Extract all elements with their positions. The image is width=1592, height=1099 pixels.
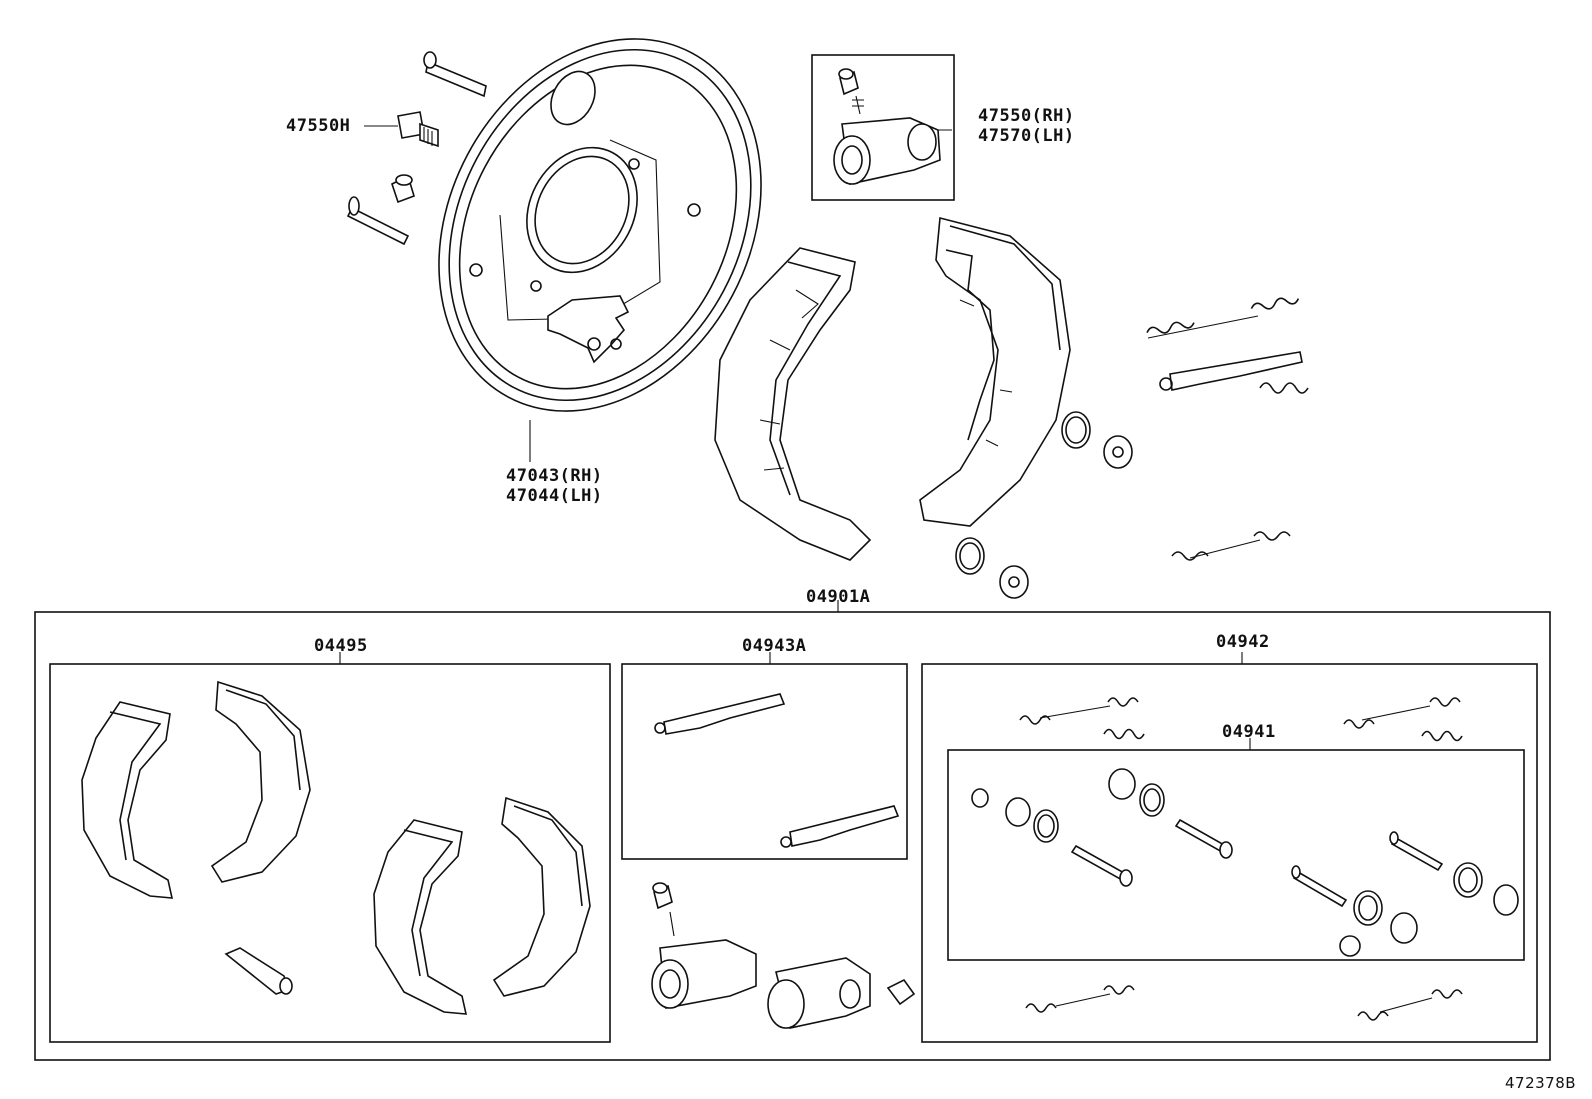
hardware-set-right xyxy=(1291,831,1519,957)
kit-wheel-cylinder-lh xyxy=(767,957,916,1029)
adjuster-spring-upper xyxy=(1259,382,1309,394)
kit-shoe-1 xyxy=(81,701,174,899)
kit-spring-3 xyxy=(1343,697,1461,729)
kit-04495-box xyxy=(49,663,611,1043)
label-backing-plate-lh: 47044(LH) xyxy=(506,486,603,506)
hold-down-spring-lower xyxy=(955,537,1029,599)
adjuster-lever-upper xyxy=(1159,351,1303,391)
kit-spring-4 xyxy=(1421,730,1463,742)
label-kit-04901a: 04901A xyxy=(806,587,871,607)
kit-spring-2 xyxy=(1103,728,1145,740)
label-kit-04941: 04941 xyxy=(1222,722,1276,742)
dust-cap xyxy=(391,174,415,204)
label-backing-plate-rh: 47043(RH) xyxy=(506,466,603,486)
backing-plate xyxy=(438,38,762,412)
kit-spring-6 xyxy=(1357,989,1463,1021)
return-spring-long-lower xyxy=(1171,531,1291,561)
label-wheel-cylinder-lh: 47570(LH) xyxy=(978,126,1075,146)
kit-04901a-box xyxy=(34,611,1551,1061)
kit-shoe-2 xyxy=(210,680,311,883)
kit-spring-5 xyxy=(1025,985,1135,1013)
kit-shoe-3 xyxy=(373,819,468,1015)
brake-shoe-upper-left xyxy=(714,247,872,561)
kit-04941-box xyxy=(947,749,1525,961)
kit-shoe-4 xyxy=(492,796,591,997)
wheel-cylinder xyxy=(833,68,941,185)
kit-spring-1 xyxy=(1019,697,1139,725)
bleeder-bolt xyxy=(397,111,439,148)
stud-bolt-lower xyxy=(346,196,410,246)
label-kit-04495: 04495 xyxy=(314,636,368,656)
hold-down-spring-upper xyxy=(1061,411,1133,469)
brake-shoe-upper-right xyxy=(919,216,1071,527)
label-kit-04943a: 04943A xyxy=(742,636,807,656)
label-bolt: 47550H xyxy=(286,116,351,136)
adjuster-lever-kit-1 xyxy=(654,693,786,735)
kit-04942-box xyxy=(921,663,1538,1043)
adjuster-lever-kit-2 xyxy=(780,805,900,848)
kit-wheel-cylinder-rh xyxy=(651,882,757,1009)
diagram-id: 472378B xyxy=(1505,1074,1577,1092)
stud-bolt-upper xyxy=(423,51,487,98)
return-spring-long-upper xyxy=(1146,297,1300,339)
kit-04943a-box xyxy=(621,663,908,860)
grease-tube xyxy=(224,947,293,995)
wheel-cylinder-box xyxy=(811,54,955,201)
label-wheel-cylinder-rh: 47550(RH) xyxy=(978,106,1075,126)
label-kit-04942: 04942 xyxy=(1216,632,1270,652)
hardware-set-left xyxy=(971,768,1233,887)
